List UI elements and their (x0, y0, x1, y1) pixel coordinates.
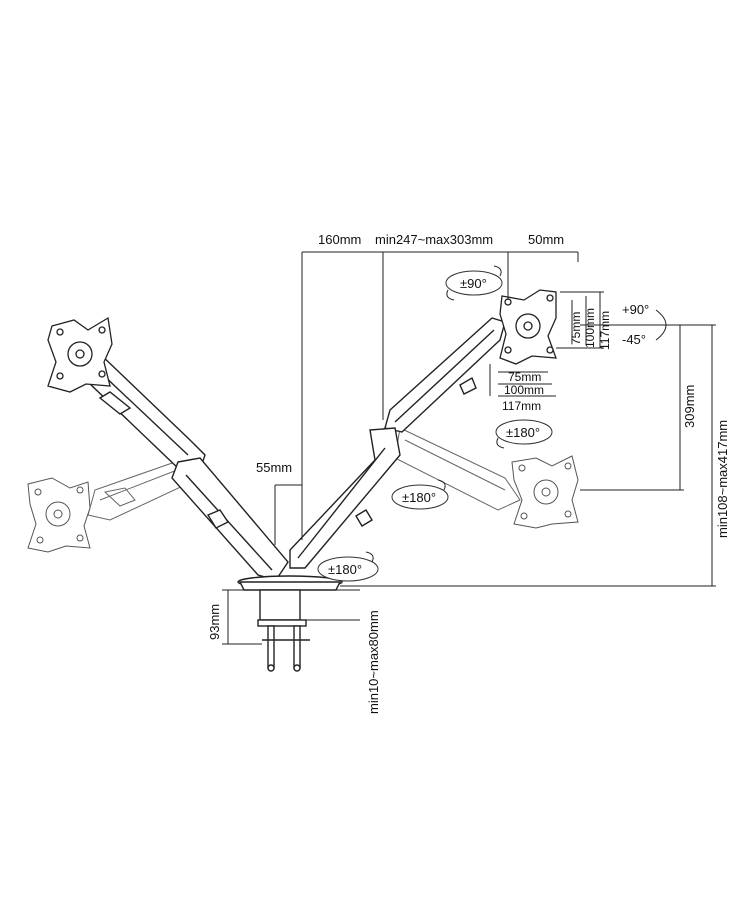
swivel-base-label: ±180° (328, 562, 362, 577)
left-plate-retracted (27, 477, 91, 553)
vesa-117-width-label: 117mm (502, 399, 541, 413)
pole-offset-label: 55mm (256, 460, 292, 475)
arm-length-label: min247~max303mm (375, 232, 493, 247)
left-plate (47, 316, 113, 393)
swivel-mid-badge (391, 479, 449, 510)
swivel-mid-label: ±180° (402, 490, 436, 505)
rotate-plate-label: ±90° (460, 276, 487, 291)
swivel-upper-label: ±180° (506, 425, 540, 440)
vesa-75-height-label: 75mm (569, 312, 583, 345)
vesa-75-width-label: 75mm (508, 370, 541, 384)
swivel-upper-badge (495, 419, 553, 449)
vesa-100-height-label: 100mm (583, 308, 597, 348)
vesa-117-height-label: 117mm (598, 311, 612, 350)
clamp-range-label: min10~max80mm (366, 610, 381, 714)
vesa-100-width-label: 100mm (504, 383, 544, 397)
right-plate (499, 289, 557, 365)
desk-base (237, 575, 343, 672)
left-lower-arm (171, 457, 289, 581)
right-lower-arm (289, 427, 401, 569)
total-height-label: min108~max417mm (715, 420, 730, 538)
right-upper-arm (384, 317, 506, 433)
top-left-offset-label: 160mm (318, 232, 361, 247)
height-adjust-label: 309mm (682, 385, 697, 428)
tilt-down-label: -45° (622, 332, 646, 347)
top-right-offset-label: 50mm (528, 232, 564, 247)
dimension-lines (222, 251, 716, 645)
right-plate-retracted (511, 455, 579, 529)
rotate-plate-badge (445, 265, 503, 301)
swivel-base-badge (317, 551, 379, 582)
tilt-up-label: +90° (622, 302, 649, 317)
tilt-arc (655, 309, 667, 341)
base-height-label: 93mm (207, 604, 222, 640)
